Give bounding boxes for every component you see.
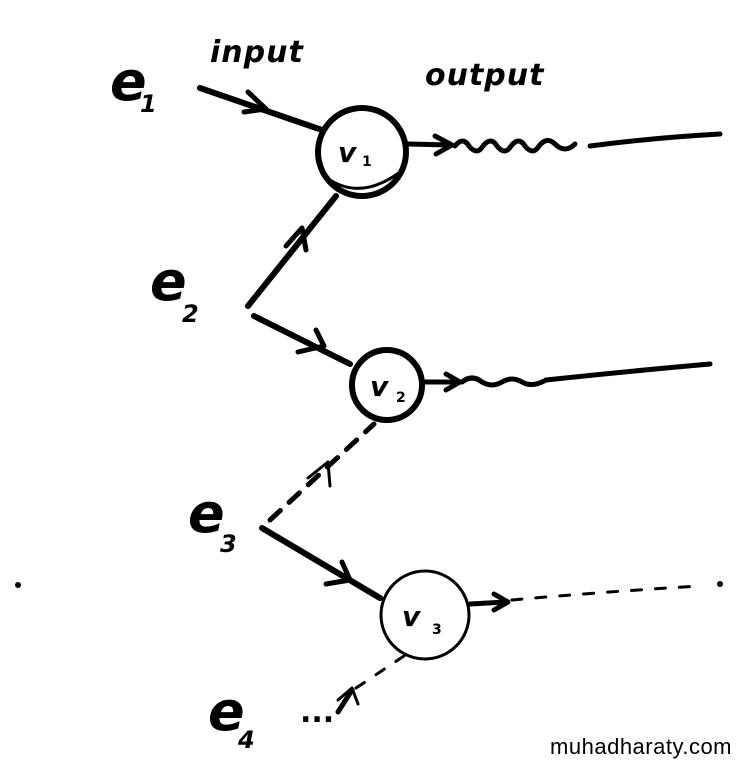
edge-label-e4: e 4 — [208, 680, 255, 754]
edge-label-e3: e 3 — [188, 482, 237, 558]
edge-label-e1: e 1 — [110, 50, 157, 118]
output-line-v3-dot — [717, 581, 723, 587]
output-line-v1-start — [405, 141, 453, 148]
vertex-v2-sub: 2 — [396, 390, 406, 406]
output-line-v1-tail — [587, 131, 723, 149]
edge-label-e1-letter: e — [110, 50, 147, 113]
arrow-e4-to-v3-line — [335, 687, 355, 715]
arrow-e4-to-v3-head — [336, 686, 360, 706]
input-label: input — [210, 35, 304, 70]
arrow-e3-to-v3 — [259, 525, 383, 601]
vertex-v1-letter: v — [338, 136, 357, 169]
output-line-v3-tail — [510, 584, 702, 602]
edge-label-e4-sub: 4 — [237, 726, 255, 754]
edge-label-e2-letter: e — [150, 250, 187, 313]
arrow-e3-to-v2 — [267, 421, 377, 523]
arrow-e2-to-v2-head — [295, 327, 327, 355]
arrow-e2-to-v1-head — [283, 225, 309, 253]
arrow-e2-to-v2-line — [251, 313, 353, 367]
edge-label-e3-sub: 3 — [220, 530, 237, 558]
vertex-v1: v 1 — [315, 105, 409, 199]
output-line-v1-arrowhead — [432, 133, 455, 157]
vertex-v1-circle-overstroke — [328, 170, 402, 190]
edge-label-e4-letter: e — [208, 680, 245, 743]
arrow-e3-to-v3-head — [323, 559, 353, 587]
vertex-v2-letter: v — [370, 370, 389, 403]
edge-label-e2-sub: 2 — [182, 300, 199, 328]
arrow-e1-to-v1 — [197, 85, 325, 133]
stray-mark — [15, 582, 21, 588]
vertex-v3-circle — [379, 569, 471, 661]
edge-label-e3-letter: e — [188, 482, 225, 545]
vertex-v1-circle — [315, 105, 409, 199]
edge-label-e2: e 2 — [150, 250, 199, 328]
output-line-v1 — [405, 131, 723, 157]
output-line-v1-wave — [452, 138, 578, 154]
arrow-e2-to-v2 — [251, 313, 353, 367]
output-line-v3-arrowhead — [491, 591, 511, 613]
output-line-v2 — [421, 361, 713, 393]
edge-label-e1-sub: 1 — [140, 90, 157, 118]
arrow-e3-to-v2-head — [306, 460, 332, 488]
vertex-v2: v 2 — [349, 347, 425, 423]
output-line-v3-start — [467, 599, 509, 607]
arrow-e4-to-v3-dash — [354, 654, 406, 690]
output-line-v2-tail — [543, 361, 713, 383]
vertex-v3: v 3 — [379, 569, 471, 661]
arrow-e3-to-v2-line — [267, 421, 377, 523]
vertex-v2-circle — [349, 347, 425, 423]
arrow-e3-to-v3-line — [259, 525, 383, 601]
output-label: output — [425, 58, 545, 93]
vertex-v3-sub: 3 — [432, 622, 442, 638]
watermark: muhadharaty.com — [550, 734, 732, 759]
vertex-v3-letter: v — [402, 600, 421, 633]
arrow-e4-to-v3: ... — [300, 654, 406, 730]
continuation-dots: ... — [300, 695, 334, 730]
arrow-e2-to-v1 — [245, 193, 339, 309]
output-line-v2-wave — [459, 375, 549, 388]
arrow-e2-to-v1-line — [245, 193, 339, 309]
output-line-v3 — [467, 581, 723, 613]
arrow-e1-to-v1-head — [241, 89, 269, 115]
vertex-v1-sub: 1 — [362, 154, 372, 170]
